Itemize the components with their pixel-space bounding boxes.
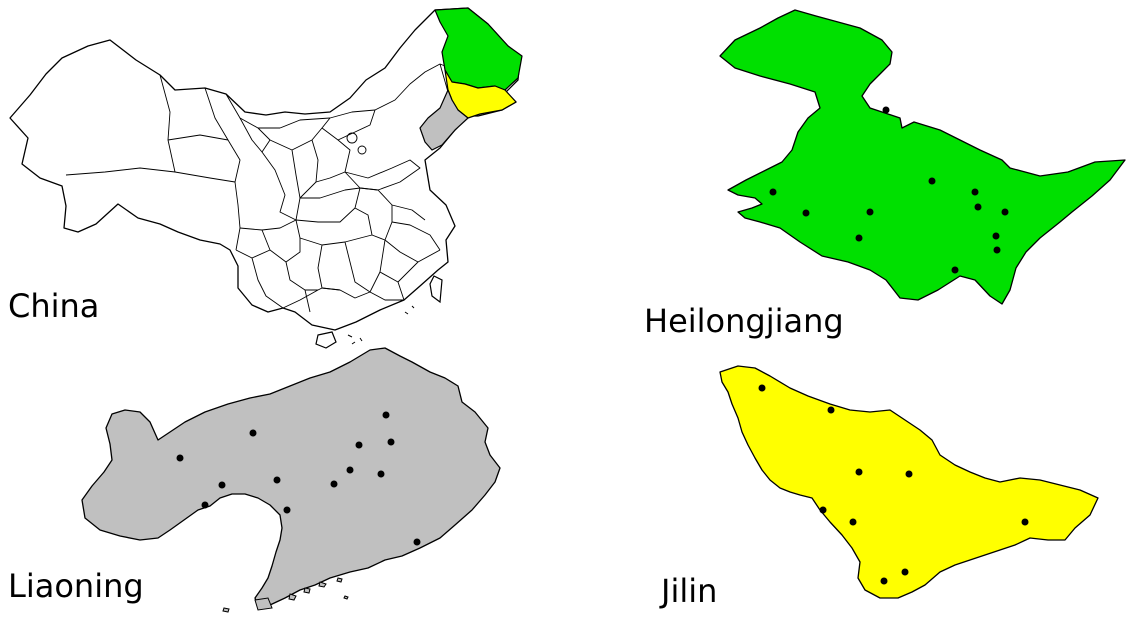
map-point [1021,518,1029,526]
heilongjiang-label: Heilongjiang [644,302,844,340]
map-point [176,454,184,462]
map-point [273,476,281,484]
liaoning-map [81,347,501,613]
map-point [951,266,959,274]
map-point [413,538,421,546]
map-point [882,106,890,114]
china-map [9,7,523,349]
liaoning-islands [222,577,349,613]
map-point [249,429,257,437]
map-point [1001,208,1009,216]
map-point [218,481,226,489]
map-point [758,384,766,392]
map-point [802,209,810,217]
china-liaoning-region [419,89,469,151]
jilin-map [719,365,1099,599]
map-point [769,188,777,196]
heilongjiang-map [719,9,1126,305]
map-point [330,480,338,488]
jilin-label: Jilin [661,572,718,610]
hainan-island [315,331,337,349]
map-point [992,232,1000,240]
china-label: China [8,287,100,325]
map-point [928,177,936,185]
map-point [382,411,390,419]
map-point [971,188,979,196]
map-point [880,577,888,585]
map-point [355,441,363,449]
map-point [901,568,909,576]
map-point [387,438,395,446]
map-point [866,208,874,216]
heilongjiang-points [769,106,1009,274]
map-point [855,234,863,242]
province-borders [65,63,456,313]
liaoning-region [81,347,501,607]
southern-islands [347,305,415,345]
heilongjiang-region [719,9,1126,305]
jilin-points [758,384,1029,585]
map-point [819,506,827,514]
taiwan-island [429,275,443,304]
map-point [905,470,913,478]
map-point [377,470,385,478]
map-point [201,501,209,509]
map-point [993,246,1001,254]
map-point [849,518,857,526]
jilin-region [719,365,1099,599]
liaoning-label: Liaoning [8,567,144,605]
map-point [974,203,982,211]
map-point [855,468,863,476]
liaoning-points [176,411,421,546]
map-point [346,466,354,474]
map-point [283,506,291,514]
map-point [827,406,835,414]
